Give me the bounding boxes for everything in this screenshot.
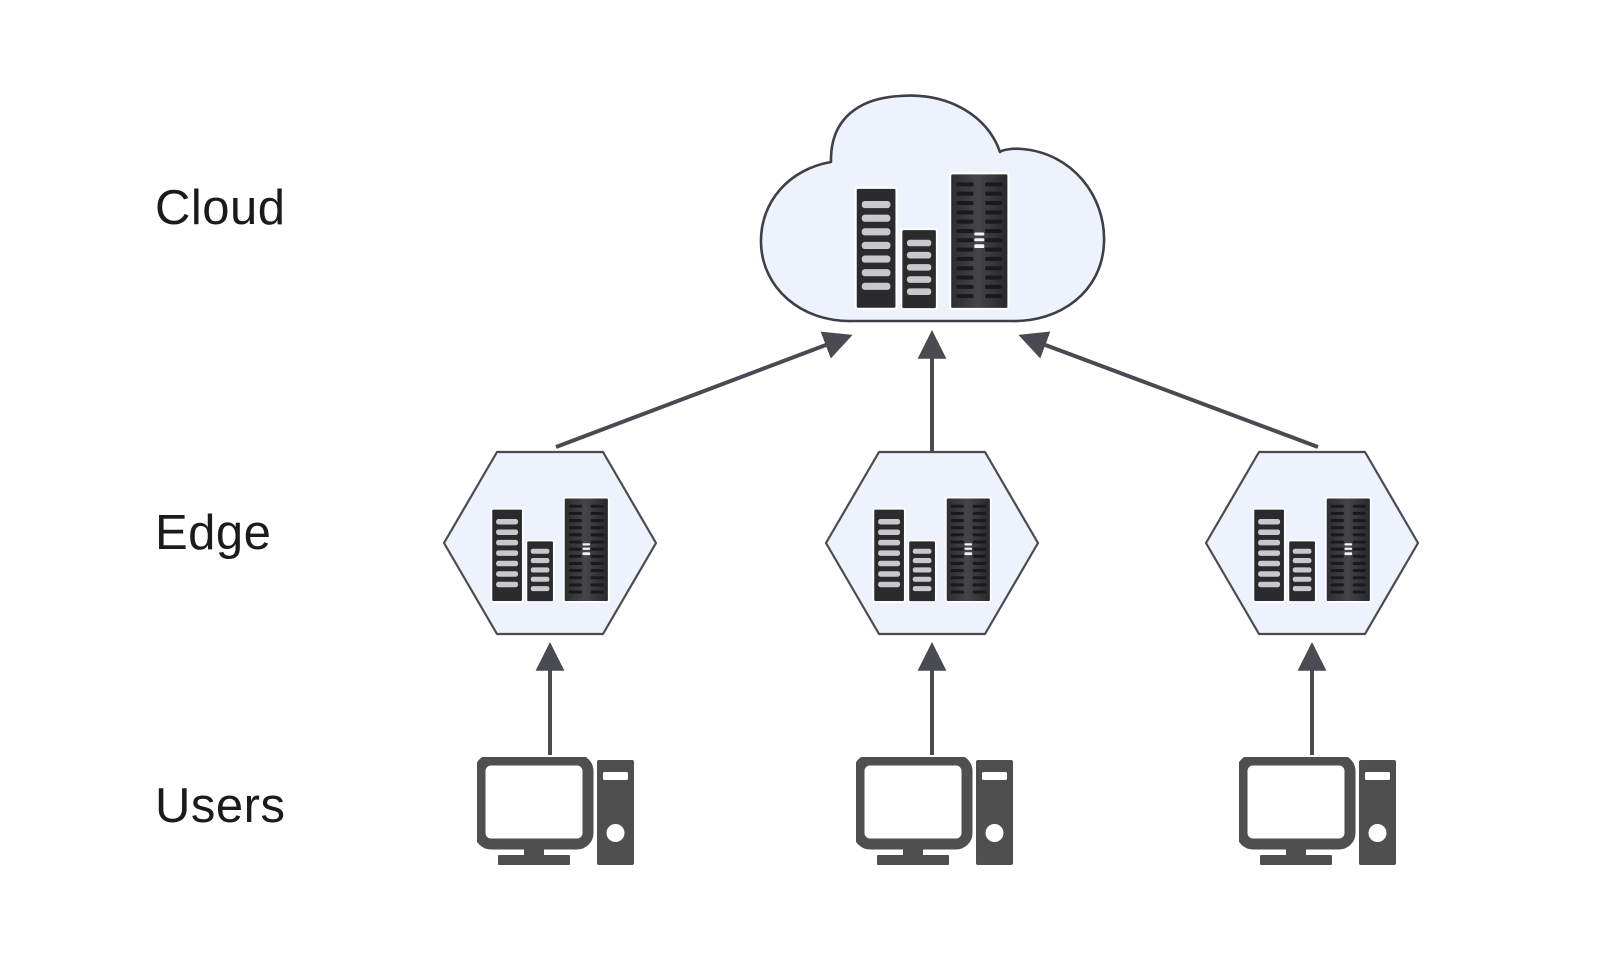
cloud-datacenter-node[interactable]: [759, 94, 1106, 323]
arrow-edge-left-to-cloud: [555, 331, 853, 449]
user-node-right[interactable]: [1242, 760, 1396, 865]
edge-node-center[interactable]: [824, 450, 1040, 636]
tier-label-edge: Edge: [155, 506, 272, 560]
desktop-computer-icon-left: [480, 760, 634, 865]
user-node-left[interactable]: [480, 760, 634, 865]
cloud-shape: [759, 94, 1106, 323]
desktop-computer-icon-right: [1242, 760, 1396, 865]
tier-label-cloud: Cloud: [155, 181, 286, 235]
desktop-computer-icon-center: [859, 760, 1013, 865]
arrow-edge-right-to-cloud: [1018, 331, 1319, 449]
tier-label-users: Users: [155, 779, 286, 833]
edge-node-right[interactable]: [1204, 450, 1420, 636]
user-node-center[interactable]: [859, 760, 1013, 865]
edge-node-left[interactable]: [442, 450, 658, 636]
